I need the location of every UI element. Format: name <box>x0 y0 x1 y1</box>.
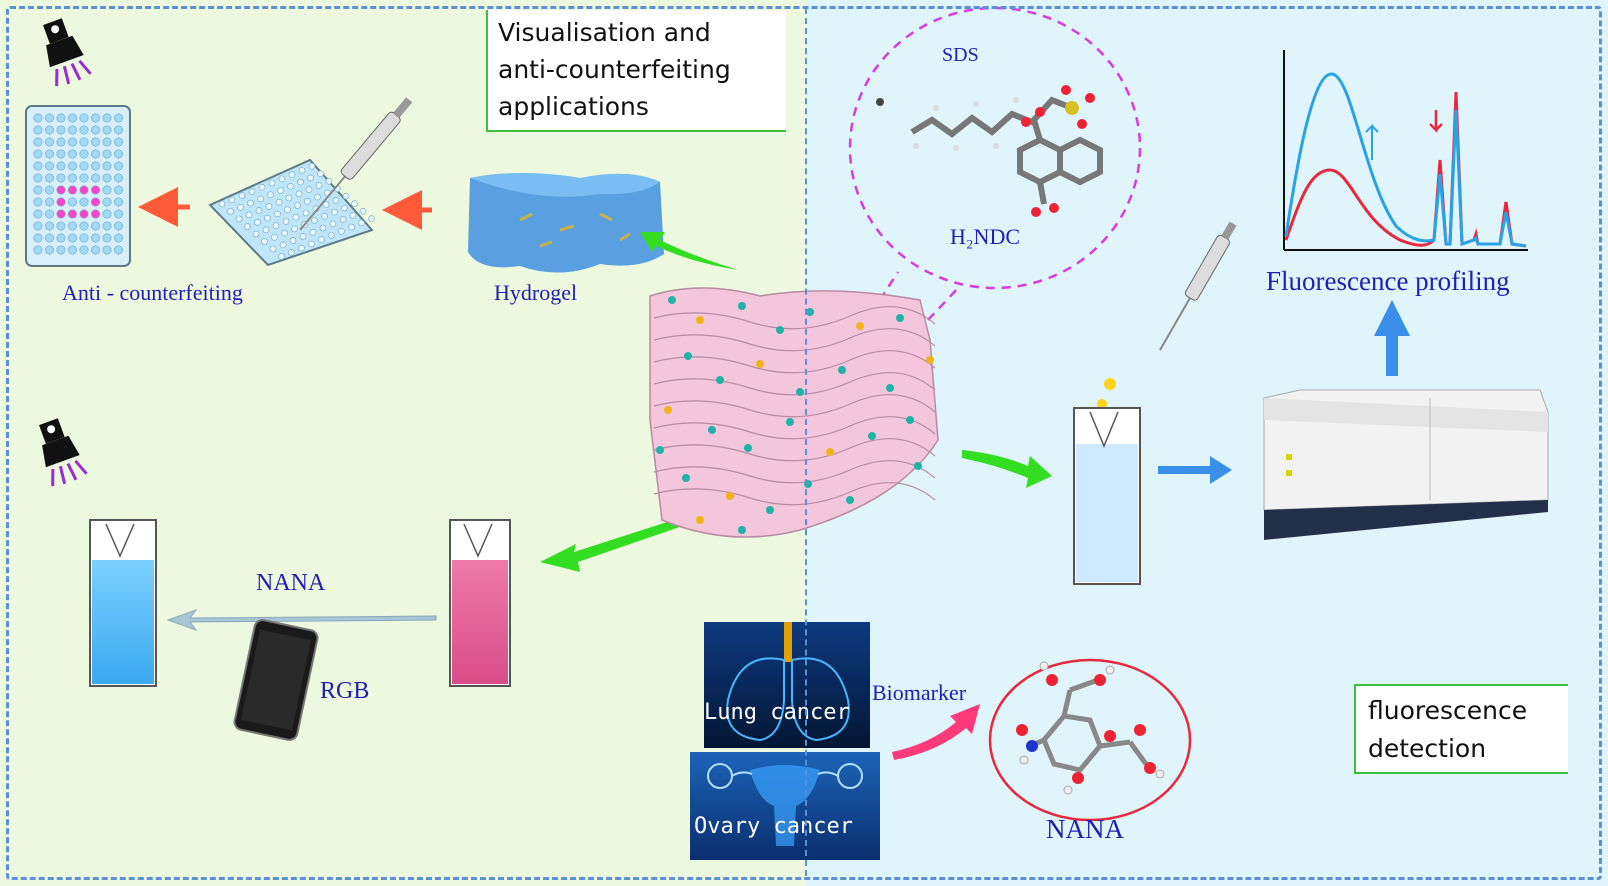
lungs-icon <box>704 622 870 748</box>
well-plate-icon <box>25 105 131 267</box>
decrease-arrow <box>1429 110 1443 134</box>
hydrogel-cube-icon <box>468 173 664 273</box>
arrow-to-pink-cuvette <box>540 514 694 572</box>
spectrum-blue-curve <box>1284 72 1527 248</box>
nana-molecule-label: NANA <box>1046 814 1124 844</box>
spectrometer-icon <box>1263 389 1549 540</box>
bubble-pointer <box>927 285 961 321</box>
visualisation-line-1: Visualisation and <box>498 18 711 47</box>
ion-dot <box>876 98 884 106</box>
spectrum-red-curve <box>1284 91 1527 248</box>
arrow-to-hydrogel <box>640 232 738 270</box>
nana-circle <box>988 658 1192 822</box>
anti-counterfeiting-label: Anti - counterfeiting <box>62 280 243 305</box>
layered-material-icon <box>649 287 939 538</box>
smartphone-icon <box>233 619 319 741</box>
visualisation-line-2: anti-counterfeiting <box>498 55 731 84</box>
flashlight-icon <box>43 18 92 87</box>
nana-molecule-icon <box>1016 661 1165 795</box>
h2ndc-label: H₂NDC <box>950 224 1021 249</box>
cuvette-pink-icon <box>449 519 511 687</box>
sds-molecule-icon <box>910 85 1095 151</box>
arrow-to-profiling <box>1374 300 1410 376</box>
detection-line-2: detection <box>1368 734 1487 763</box>
visualisation-box: Visualisation and anti-counterfeiting ap… <box>486 10 786 132</box>
pipette-icon <box>299 97 413 231</box>
hydrogel-label: Hydrogel <box>494 280 578 305</box>
arrow-to-spectrometer <box>1158 456 1232 484</box>
increase-arrow <box>1365 123 1379 160</box>
rgb-label: RGB <box>320 678 370 704</box>
molecule-bubble <box>848 6 1142 290</box>
cuvette-icon <box>1073 407 1141 585</box>
h2ndc-molecule-icon <box>1017 119 1103 205</box>
oxygen-atoms <box>1021 107 1059 217</box>
uterus-icon <box>690 752 880 860</box>
arrow-to-blue-cuvette <box>962 450 1052 488</box>
detection-line-1: fluorescence <box>1368 696 1528 725</box>
flashlight-bottom-icon <box>39 418 88 487</box>
ovary-cancer-label: Ovary cancer <box>694 814 853 839</box>
detection-box: fluorescence detection <box>1354 684 1568 774</box>
biomarker-label: Biomarker <box>872 680 967 705</box>
nana-arrow <box>166 608 437 632</box>
biomarker-arrow <box>892 704 980 760</box>
tilted-plate-icon <box>208 158 375 267</box>
lung-cancer-label: Lung cancer <box>704 700 850 725</box>
cuvette-blue-icon <box>89 519 157 687</box>
visualisation-line-3: applications <box>498 92 649 121</box>
pipette-right-icon <box>1159 221 1237 351</box>
fluorescence-spectrum <box>1283 50 1528 251</box>
sds-label: SDS <box>942 44 979 66</box>
nana-arrow-label: NANA <box>256 570 326 596</box>
panel-divider <box>805 8 807 876</box>
fluorescence-profiling-label: Fluorescence profiling <box>1266 266 1510 296</box>
